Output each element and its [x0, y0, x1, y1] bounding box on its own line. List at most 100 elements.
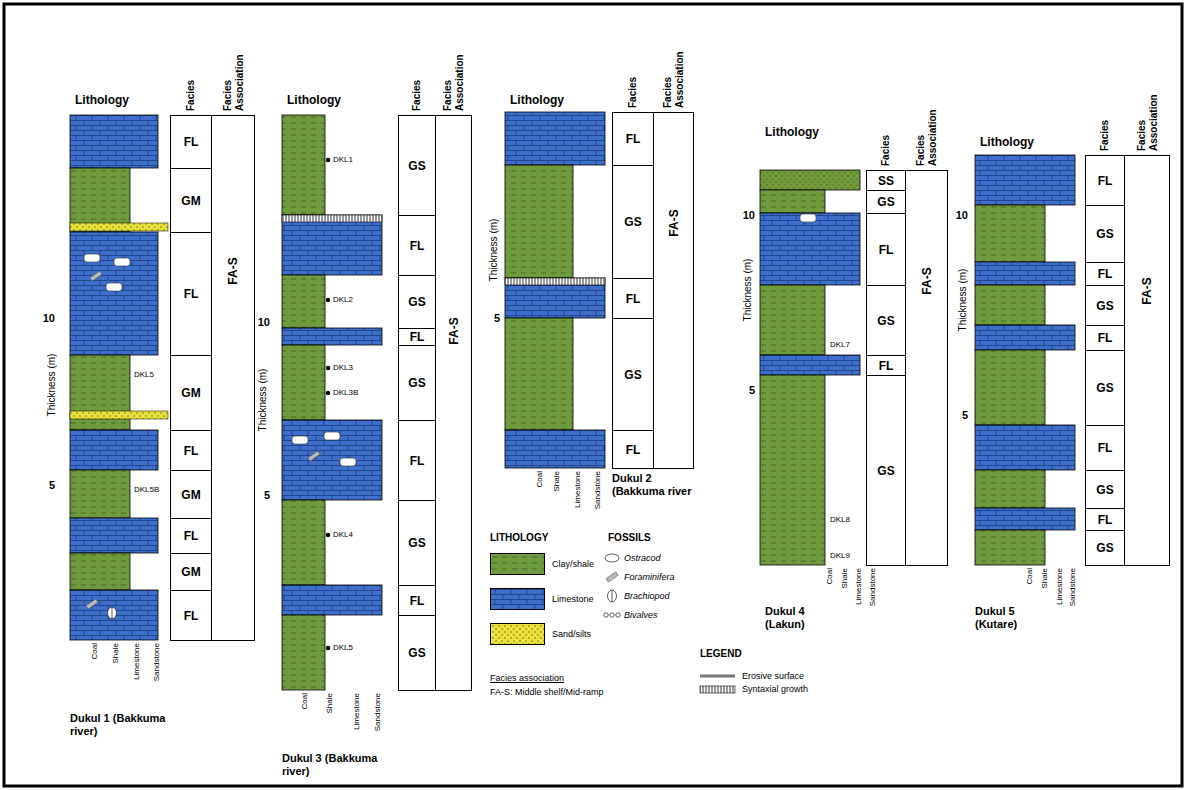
limestone-layer — [975, 425, 1075, 470]
column-heading: Facies Association — [662, 44, 686, 108]
grain-size-label: Sandstone — [373, 693, 383, 753]
layer-fill — [70, 430, 158, 470]
facies-box: GS — [398, 275, 436, 329]
limestone-layer — [70, 232, 158, 355]
legend-swatch — [490, 623, 545, 645]
layer-outline — [282, 115, 325, 215]
grain-size-label: Shale — [325, 693, 335, 753]
lithology-column — [505, 112, 605, 468]
layer-outline — [282, 420, 382, 500]
limestone-layer — [70, 518, 158, 553]
ostracod-symbol — [340, 458, 356, 466]
facies-code: FL — [1098, 175, 1113, 187]
shale-layer — [282, 345, 325, 420]
shale-layer — [505, 318, 573, 430]
facies-code: SS — [878, 175, 894, 187]
sample-label: DKL3B — [333, 388, 358, 398]
lithology-column — [760, 170, 860, 565]
limestone-layer — [70, 590, 158, 640]
sample-dot — [326, 298, 330, 302]
column-heading: Facies — [627, 44, 639, 108]
limestone-layer — [505, 430, 605, 468]
layer-fill — [282, 615, 325, 690]
layer-texture — [70, 168, 130, 232]
facies-box: FL — [398, 215, 436, 276]
layer-fill — [760, 375, 825, 565]
facies-box: FL — [398, 420, 436, 501]
facies-box: GS — [612, 318, 654, 431]
layer-fill — [282, 585, 382, 615]
layer-fill — [70, 115, 158, 168]
legend-heading: LITHOLOGY — [490, 532, 548, 544]
limestone-layer — [282, 215, 382, 275]
layer-outline — [505, 278, 605, 318]
facies-box: GM — [170, 168, 212, 233]
layer-outline — [282, 328, 382, 345]
layer-outline — [70, 232, 158, 355]
facies-code: GS — [877, 465, 894, 477]
layer-texture — [760, 375, 825, 565]
syntaxial-growth-sample — [700, 686, 735, 693]
limestone-layer — [282, 420, 382, 500]
lithology-column — [282, 115, 382, 690]
grain-size-label: Sandstone — [593, 471, 603, 531]
layer-texture — [282, 328, 382, 345]
facies-association-code: FA-S — [448, 317, 460, 344]
layer-outline — [70, 590, 158, 640]
facies-code: FL — [626, 133, 641, 145]
legend-swatch — [490, 588, 545, 610]
axis-title: Thickness (m) — [257, 355, 269, 445]
limestone-layer — [760, 355, 860, 375]
layer-texture — [975, 205, 1045, 262]
facies-box: FL — [866, 213, 906, 286]
column-heading: Lithology — [287, 93, 341, 107]
facies-association-box: FA-S — [435, 115, 472, 691]
syntaxial-growth — [282, 215, 382, 222]
layer-texture — [760, 355, 860, 375]
axis-tick-label: 10 — [725, 208, 755, 222]
layer-fill — [975, 285, 1045, 325]
column-heading: Facies Association — [915, 102, 939, 166]
facies-box: FL — [170, 232, 212, 356]
facies-code: GM — [181, 489, 200, 501]
axis-tick-label: 5 — [470, 311, 500, 325]
facies-box: FL — [612, 278, 654, 319]
layer-outline — [975, 262, 1075, 285]
layer-outline — [975, 155, 1075, 205]
ostracod-symbol — [324, 432, 340, 440]
facies-code: FL — [410, 331, 425, 343]
axis-title: Thickness (m) — [46, 340, 58, 430]
shale-layer — [282, 615, 325, 690]
layer-fill — [760, 170, 860, 190]
shale-layer — [975, 470, 1045, 508]
facies-code: FL — [184, 530, 199, 542]
layer-outline — [282, 500, 325, 585]
layer-texture — [505, 165, 573, 278]
facies-association-code: FA-S — [1141, 277, 1153, 304]
grain-size-label: Limestone — [352, 693, 362, 753]
layer-texture — [70, 553, 130, 590]
layer-texture — [282, 585, 382, 615]
layer-texture — [505, 430, 605, 468]
layer-outline — [70, 115, 158, 168]
facies-box: GS — [866, 190, 906, 214]
facies-association-code: FA-S — [227, 257, 239, 284]
shale-layer — [760, 285, 825, 355]
layer-texture — [975, 470, 1045, 508]
layer-fill — [975, 262, 1075, 285]
swatch-texture-fill — [491, 589, 545, 610]
grain-size-label: Limestone — [1055, 568, 1065, 628]
grain-size-label: Shale — [1040, 568, 1050, 628]
swatch-texture-fill — [491, 554, 545, 575]
bivalve-symbol — [616, 613, 620, 617]
legend-text: Limestone — [552, 593, 594, 605]
sample-label: DKL2 — [333, 295, 353, 305]
facies-code: GS — [1096, 228, 1113, 240]
legend-heading: Facies association — [490, 672, 564, 684]
layer-outline — [760, 170, 860, 190]
grain-size-label: Shale — [111, 643, 121, 703]
column-heading: Facies Association — [1136, 87, 1160, 151]
layer-fill — [760, 285, 825, 355]
facies-code: FL — [626, 293, 641, 305]
facies-code: FL — [1098, 268, 1113, 280]
